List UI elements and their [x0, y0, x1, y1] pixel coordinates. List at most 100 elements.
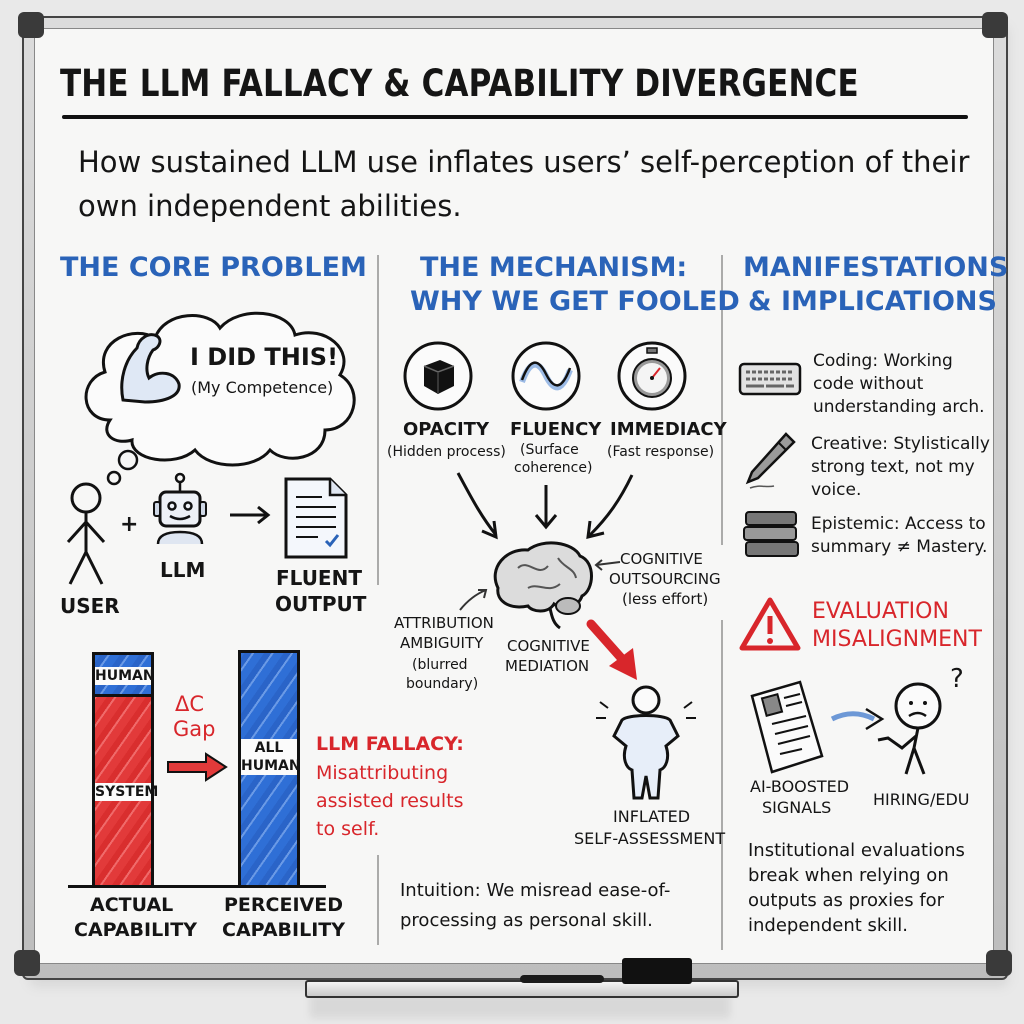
perceived-capability-label-1: PERCEIVED — [224, 894, 343, 916]
question-mark: ? — [950, 664, 964, 694]
mechanism-heading-2: WHY WE GET FOOLED — [410, 286, 740, 317]
chart-baseline — [68, 885, 326, 888]
column-divider-left-top — [377, 255, 379, 585]
column-divider-right-top — [721, 255, 723, 545]
perceived-all-label: ALL — [241, 739, 297, 757]
fluent-output-label-1: FLUENT — [276, 566, 362, 590]
eraser[interactable] — [622, 958, 692, 984]
attribution-label-4: boundary) — [406, 676, 479, 692]
frame-corner-top-right — [982, 12, 1008, 38]
flexed-arm-icon — [120, 333, 181, 404]
outsourcing-label-2: OUTSOURCING — [609, 570, 721, 588]
actual-capability-bar: HUMAN SYSTEM — [92, 652, 159, 888]
fallacy-line-2: assisted results — [316, 790, 464, 812]
fallacy-title: LLM FALLACY: — [316, 733, 464, 755]
actual-human-label: HUMAN — [95, 667, 155, 685]
coding-line-1: Coding: Working — [813, 351, 953, 371]
mediation-label-1: COGNITIVE — [507, 637, 590, 655]
title-underline — [62, 115, 968, 119]
actual-human-segment: HUMAN — [95, 655, 155, 697]
intuition-text: Intuition: We misread ease-of-processing… — [400, 880, 671, 931]
mechanism-heading-1: THE MECHANISM: — [420, 252, 688, 283]
converging-arrows — [456, 472, 634, 540]
actual-system-label: SYSTEM — [95, 783, 159, 801]
page-title: THE LLM FALLACY & CAPABILITY DIVERGENCE — [60, 62, 859, 105]
outsourcing-arrow-icon — [594, 559, 621, 571]
gap-arrow-icon — [167, 752, 228, 782]
manifestations-heading-2: & IMPLICATIONS — [748, 286, 997, 317]
epistemic-text: Epistemic: Access to summary ≠ Mastery. — [811, 513, 987, 559]
perceived-human-label: ALL HUMAN — [241, 739, 301, 775]
perceived-capability-bar: ALL HUMAN — [238, 650, 301, 888]
books-icon — [743, 511, 799, 557]
mediation-label-2: MEDIATION — [505, 657, 590, 675]
thought-sub-text: (My Competence) — [191, 378, 334, 397]
column-divider-right-bottom — [721, 620, 723, 950]
inflated-label-2: SELF-ASSESSMENT — [574, 829, 726, 848]
subtitle: How sustained LLM use inflates users’ se… — [78, 145, 970, 223]
frame-corner-top-left — [18, 12, 44, 38]
actual-capability-label-1: ACTUAL — [90, 894, 174, 916]
attribution-label-1: ATTRIBUTION — [394, 614, 494, 632]
immediacy-label: IMMEDIACY — [610, 419, 727, 440]
confused-evaluator-icon — [877, 682, 942, 775]
attribution-label-2: AMBIGUITY — [400, 634, 484, 652]
thought-main-text: I DID THIS! — [190, 343, 339, 371]
warning-triangle-icon — [739, 597, 801, 651]
creative-text: Creative: Stylistically strong text, not… — [811, 433, 990, 502]
black-box-icon — [403, 341, 473, 411]
inflated-figure-icon — [596, 685, 696, 800]
coding-text: Coding: Working code without understandi… — [813, 350, 985, 419]
pen-icon — [745, 432, 796, 489]
signals-label-2: SIGNALS — [762, 798, 832, 817]
fluent-output-label-2: OUTPUT — [275, 592, 367, 616]
document-output-icon — [284, 477, 348, 559]
creative-line-2: strong text, not my — [811, 457, 975, 477]
warning-label-1: EVALUATION — [812, 599, 949, 624]
attribution-label-3: (blurred — [412, 657, 468, 673]
user-stick-figure-icon — [66, 482, 106, 585]
creative-line-1: Creative: Stylistically — [811, 434, 990, 454]
red-down-arrow-icon — [586, 619, 637, 680]
conclusion-text: Institutional evaluations break when rel… — [748, 840, 965, 936]
outsourcing-label-1: COGNITIVE — [620, 550, 703, 568]
manifestations-heading-1: MANIFESTATIONS — [743, 252, 1009, 283]
fluency-sub-1: (Surface — [520, 442, 579, 458]
perceived-human-text: HUMAN — [241, 757, 301, 775]
core-problem-heading: THE CORE PROBLEM — [60, 252, 367, 283]
warning-label-2: MISALIGNMENT — [812, 627, 982, 652]
inflated-label-1: INFLATED — [613, 807, 691, 826]
fluency-sub-2: coherence) — [514, 460, 593, 476]
arrow-right-icon — [230, 505, 271, 525]
immediacy-sub: (Fast response) — [607, 444, 715, 460]
resume-document-icon — [750, 680, 824, 774]
plus-sign: + — [120, 512, 139, 537]
delta-c-symbol: ΔC — [175, 692, 205, 716]
epistemic-line-2: summary ≠ Mastery. — [811, 537, 988, 557]
perceived-capability-label-2: CAPABILITY — [222, 919, 345, 941]
hiring-edu-label: HIRING/EDU — [873, 790, 970, 809]
gap-label: Gap — [173, 717, 216, 741]
coding-line-2: code without — [813, 374, 924, 394]
marker[interactable] — [520, 975, 604, 983]
fallacy-line-1: Misattributing — [316, 762, 449, 784]
signals-label-1: AI-BOOSTED — [750, 777, 850, 796]
opacity-sub: (Hidden process) — [387, 444, 506, 460]
fallacy-line-3: to self. — [316, 818, 380, 840]
fluency-label: FLUENCY — [510, 419, 602, 440]
frame-corner-bottom-right — [986, 950, 1012, 976]
opacity-label: OPACITY — [403, 419, 489, 440]
creative-line-3: voice. — [811, 480, 862, 500]
robot-llm-icon — [153, 472, 207, 545]
epistemic-line-1: Epistemic: Access to — [811, 514, 986, 534]
outsourcing-label-3: (less effort) — [622, 590, 709, 608]
attribution-arrow-icon — [459, 589, 488, 611]
brain-icon — [493, 541, 593, 630]
column-divider-left-bottom — [377, 855, 379, 945]
frame-corner-bottom-left — [14, 950, 40, 976]
stopwatch-icon — [617, 341, 687, 411]
keyboard-icon — [738, 362, 802, 396]
tray-shadow — [310, 994, 730, 1018]
coding-line-3: understanding arch. — [813, 397, 985, 417]
wave-icon — [511, 341, 581, 411]
